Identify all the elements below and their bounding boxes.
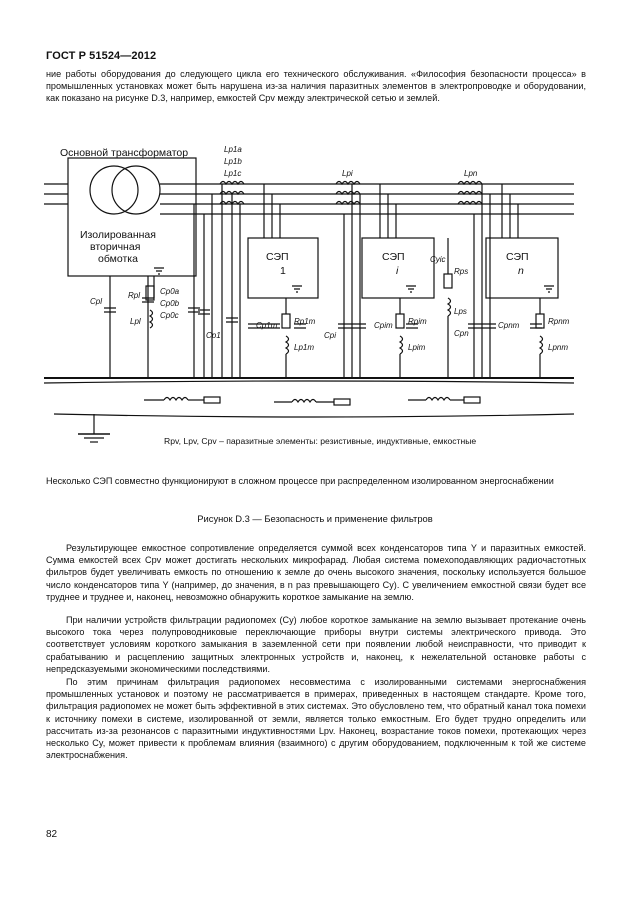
standard-header: ГОСТ Р 51524—2012 xyxy=(46,50,157,62)
paragraph-2: При наличии устройств фильтрации радиопо… xyxy=(46,615,586,674)
label-rpim: Rpim xyxy=(408,317,427,326)
drive-i-index: i xyxy=(396,265,399,277)
label-lpn: Lpn xyxy=(464,169,478,178)
drive-box-n xyxy=(485,237,559,299)
transformer-label: Основной трансформатор xyxy=(60,147,188,159)
label-rpnm: Rpnm xyxy=(548,317,570,326)
label-lps: Lps xyxy=(454,307,467,316)
line-inductors-n xyxy=(457,180,483,206)
label-cp0c: Cp0c xyxy=(160,311,179,320)
paragraph-1: Результирующее емкостное сопротивление о… xyxy=(46,543,586,602)
secondary-label-3: обмотка xyxy=(98,253,138,265)
label-lpnm: Lpnm xyxy=(548,343,568,352)
label-cp0b: Cp0b xyxy=(160,299,180,308)
transformer-box xyxy=(67,157,197,277)
drive-box-i xyxy=(361,237,435,299)
figure-caption: Рисунок D.3 — Безопасность и применение … xyxy=(197,513,433,524)
circuit-diagram: Основной трансформатор Изолированная вто… xyxy=(44,145,575,446)
label-cp1: Cp1 xyxy=(206,331,221,340)
label-cpnm: Cpnm xyxy=(498,321,520,330)
page-number: 82 xyxy=(46,829,58,840)
line-inductors-i xyxy=(335,180,361,206)
label-lpi: Lpi xyxy=(342,169,353,178)
label-rps: Rps xyxy=(454,267,468,276)
label-lp1b: Lp1b xyxy=(224,157,242,166)
drive-1-index: 1 xyxy=(280,265,286,277)
drive-1-title: СЭП xyxy=(266,251,289,263)
label-lp1c: Lp1c xyxy=(224,169,241,178)
label-rp1m: Rp1m xyxy=(294,317,316,326)
label-cpim: Cpim xyxy=(374,321,393,330)
label-cpl: Cpl xyxy=(90,297,102,306)
label-lp1a: Lp1a xyxy=(224,145,242,154)
figure-note: Несколько СЭП совместно функционируют в … xyxy=(46,476,554,486)
drive-i-title: СЭП xyxy=(382,251,405,263)
drive-n-title: СЭП xyxy=(506,251,529,263)
label-cyic: Cyic xyxy=(430,255,446,264)
label-cp0a: Cp0a xyxy=(160,287,180,296)
label-cpn: Cpn xyxy=(454,329,469,338)
drive-n-index: n xyxy=(518,265,524,277)
secondary-label-2: вторичная xyxy=(90,241,140,253)
label-cpi: Cpi xyxy=(324,331,336,340)
label-cp1m: Cp1m xyxy=(256,321,278,330)
intro-paragraph: ние работы оборудования до следующего ци… xyxy=(46,69,586,104)
secondary-label-1: Изолированная xyxy=(80,229,156,241)
drive-box-1 xyxy=(247,237,319,299)
figure-legend: Rpv, Lpv, Cpv – паразитные элементы: рез… xyxy=(164,436,476,446)
label-lpl: Lpl xyxy=(130,317,141,326)
label-rpl: Rpl xyxy=(128,291,140,300)
label-lpim: Lpim xyxy=(408,343,426,352)
paragraph-3: По этим причинам фильтрация радиопомех н… xyxy=(46,677,586,761)
label-lp1m: Lp1m xyxy=(294,343,314,352)
